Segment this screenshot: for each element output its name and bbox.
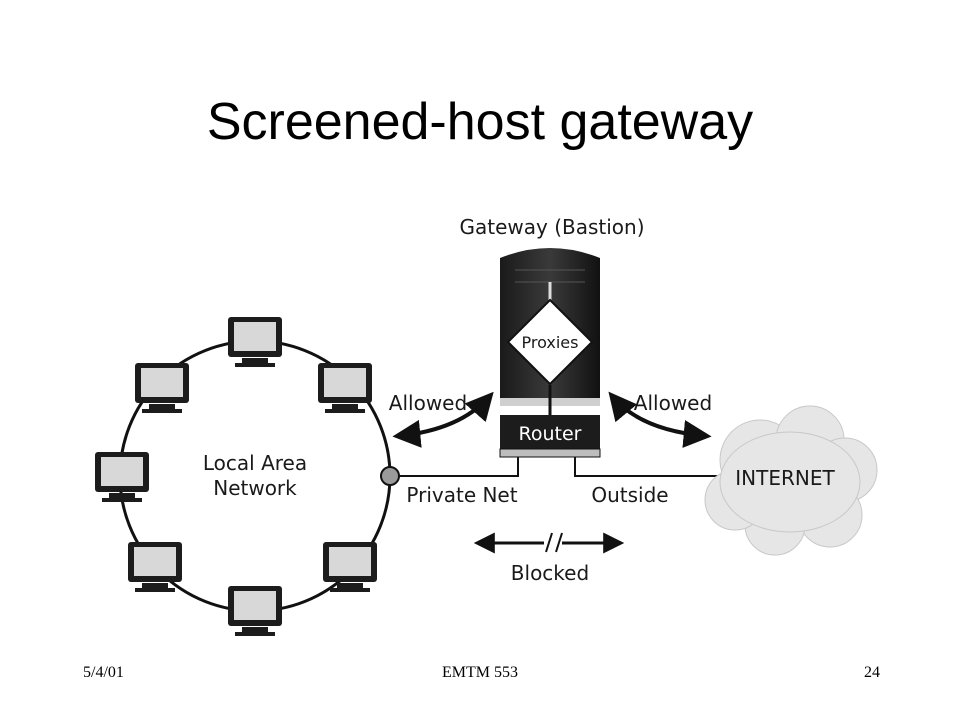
allowed-right-label: Allowed: [634, 391, 712, 415]
footer-date: 5/4/01: [83, 664, 124, 681]
blocked-arrow: [473, 532, 625, 554]
computer-icon: [228, 586, 282, 636]
computer-icon: [135, 363, 189, 413]
slide-title: Screened-host gateway: [206, 93, 754, 151]
private-net-label: Private Net: [406, 483, 517, 507]
computer-icon: [318, 363, 372, 413]
outside-line: [574, 456, 720, 477]
allowed-right-arrow: [608, 391, 712, 448]
computer-icon: [228, 317, 282, 367]
lan-label-line1: Local Area: [203, 451, 307, 475]
computer-icon: [323, 542, 377, 592]
gateway-label: Gateway (Bastion): [459, 215, 644, 239]
internet-label: INTERNET: [735, 466, 835, 490]
lan-label-line2: Network: [213, 476, 297, 500]
proxies-diamond: [506, 298, 594, 386]
allowed-left-label: Allowed: [389, 391, 467, 415]
private-net-line: [399, 456, 519, 477]
proxies-label: Proxies: [522, 333, 579, 352]
router-label: Router: [519, 423, 582, 445]
blocked-label: Blocked: [511, 561, 589, 585]
computer-icon: [95, 452, 149, 502]
footer-course: EMTM 553: [442, 664, 518, 681]
lan-connection-node: [380, 466, 400, 486]
router-box: [499, 415, 601, 458]
outside-label: Outside: [591, 483, 668, 507]
footer-page-number: 24: [864, 664, 880, 681]
internet-cloud: [704, 405, 878, 556]
allowed-left-arrow: [392, 391, 494, 448]
